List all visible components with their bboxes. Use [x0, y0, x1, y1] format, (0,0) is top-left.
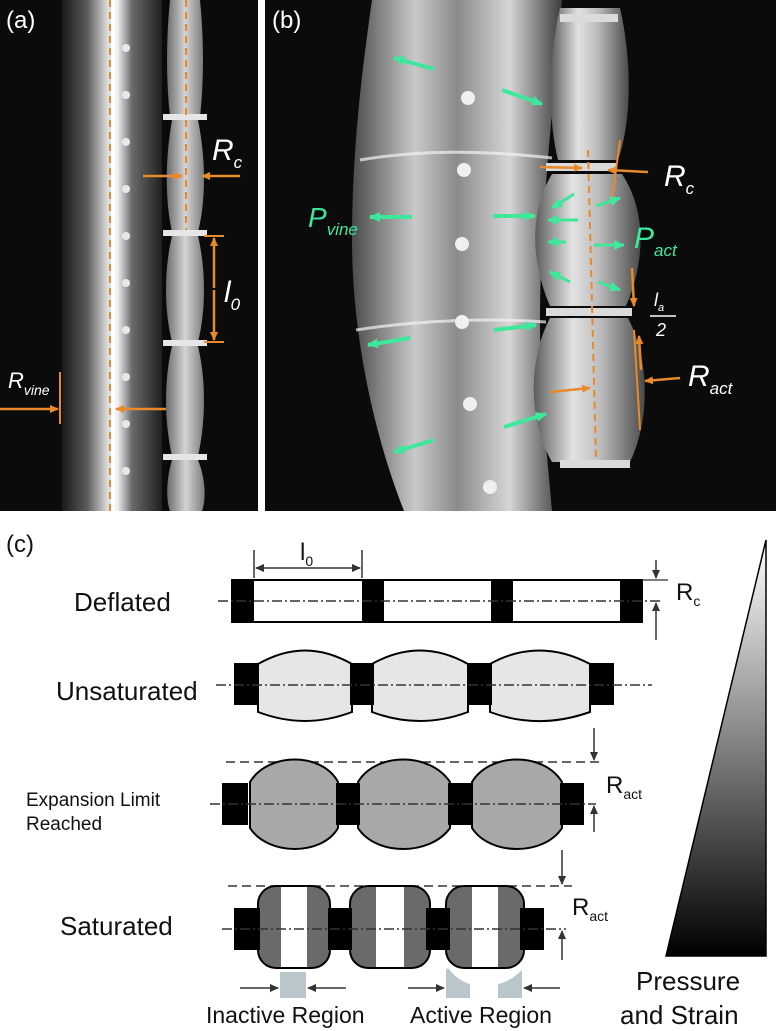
pvine-label: Pvine	[308, 202, 358, 239]
inactive-region-block	[280, 972, 306, 998]
ract-label-c2: Ract	[572, 894, 608, 924]
row-label-expansion-2: Reached	[26, 814, 102, 835]
pressure-label-1: Pressure	[636, 966, 740, 996]
deflated-clamp	[620, 580, 642, 622]
l0-label-c: l0	[300, 539, 313, 569]
panel-a-label: (a)	[6, 7, 35, 34]
pact-label: Pact	[634, 222, 678, 260]
rvine-label-a: Rvine	[8, 368, 50, 398]
panel-c: (c) l0 Deflated Rc Unsaturated Expansion…	[6, 531, 767, 1030]
deflated-clamp	[362, 580, 384, 622]
row-label-deflated: Deflated	[74, 587, 171, 617]
panel-a: (a) Rc l0 Rvine	[0, 0, 258, 511]
rc-arrow-b-left	[539, 163, 583, 172]
vine-dots-b	[455, 91, 497, 494]
unsaturated-bulge	[371, 649, 469, 722]
ract-arrow-b-right	[644, 376, 681, 385]
active-region-block-right	[498, 970, 522, 998]
inactive-region-label: Inactive Region	[206, 1002, 365, 1028]
panel-c-label: (c)	[6, 531, 34, 558]
row-label-unsaturated: Unsaturated	[56, 676, 198, 706]
unsaturated-clamp	[590, 663, 614, 705]
actuator-centerline-b	[587, 149, 597, 459]
ract-label-c1: Ract	[606, 772, 642, 802]
panel-b: (b) Pvine Rc Pact la 2 Ract	[265, 0, 776, 511]
la-numerator: la	[654, 290, 664, 314]
pressure-strain-triangle	[665, 539, 767, 957]
la-arrow-down	[629, 267, 638, 307]
unsaturated-clamp	[350, 663, 374, 705]
row-label-expansion-1: Expansion Limit	[26, 790, 161, 811]
la-arrow-up	[635, 335, 644, 371]
active-region-label: Active Region	[410, 1002, 552, 1028]
vine-dots	[122, 44, 130, 475]
rc-arrow-b-right	[607, 166, 649, 175]
saturated-segment	[445, 885, 525, 969]
l0-label-a: l0	[224, 276, 241, 314]
la-denominator: 2	[655, 320, 666, 340]
vine-fold-2	[355, 318, 547, 332]
unsaturated-bulge	[489, 649, 591, 722]
pressure-arrows	[367, 55, 625, 454]
ract-bracket-b	[633, 329, 641, 431]
active-region-block-left	[446, 968, 470, 998]
actuator-bags-a	[163, 0, 207, 511]
unsaturated-clamp	[468, 663, 492, 705]
ract-arrow-b-left	[549, 384, 591, 394]
row-label-saturated: Saturated	[60, 911, 173, 941]
rc-label-b: Rc	[664, 160, 695, 198]
rc-label-c: Rc	[676, 579, 700, 609]
ract-label-b: Ract	[688, 360, 734, 398]
panel-b-label: (b)	[272, 7, 301, 34]
vine-fold-1	[359, 150, 553, 162]
saturated-segment	[349, 885, 431, 969]
rc-label-a: Rc	[212, 134, 243, 172]
saturated-segment	[257, 885, 331, 969]
pressure-label-2: and Strain	[620, 1000, 739, 1030]
vine-body-b	[352, 0, 562, 511]
unsaturated-clamp	[234, 663, 258, 705]
